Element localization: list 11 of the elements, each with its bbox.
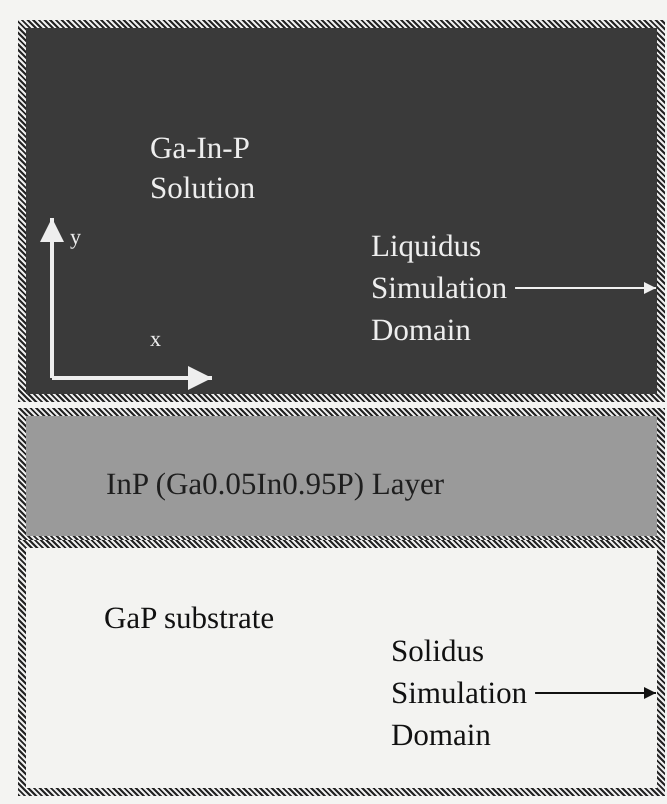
- axis-label: x: [150, 326, 161, 352]
- arrow: [535, 687, 656, 699]
- region-label: Ga-In-P Solution: [150, 129, 256, 207]
- domain-label: Liquidus Simulation Domain: [371, 225, 508, 351]
- solution-region: [18, 20, 665, 402]
- domain-label: Solidus Simulation Domain: [391, 630, 528, 756]
- layer-label: InP (Ga0.05In0.95P) Layer: [106, 465, 446, 503]
- arrow: [515, 282, 656, 294]
- axis-label: y: [70, 224, 81, 250]
- substrate-region: [18, 540, 665, 796]
- substrate-label: GaP substrate: [104, 599, 276, 637]
